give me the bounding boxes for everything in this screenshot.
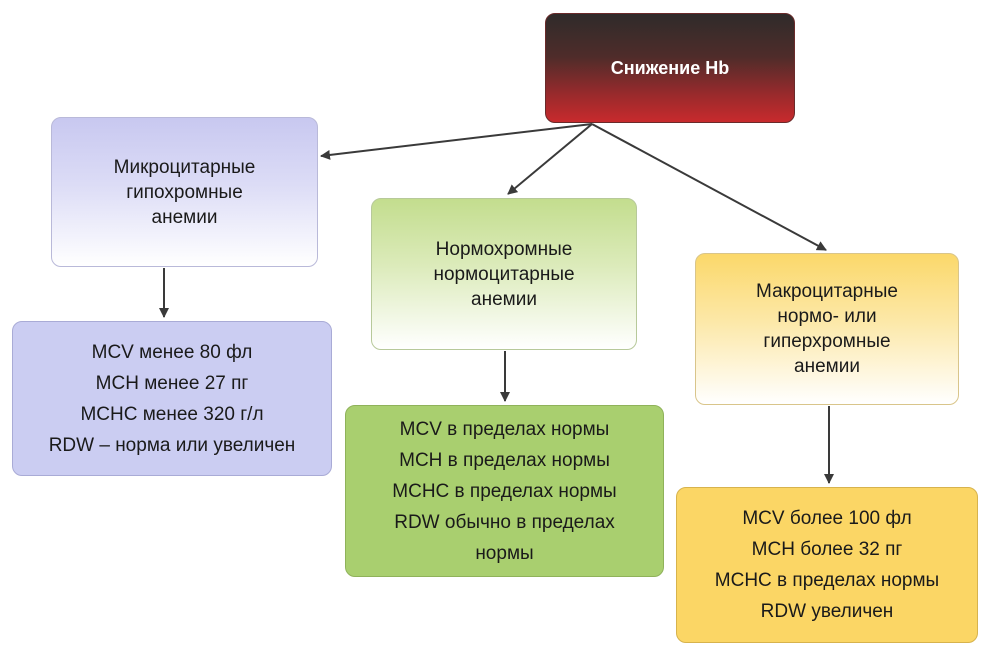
node-title-line: анемии — [794, 356, 860, 377]
node-macrocytic-criteria: MCV более 100 фл MCH более 32 пг MCHC в … — [676, 487, 978, 643]
criteria-line: RDW увеличен — [760, 601, 894, 622]
root-node-hb-decrease: Снижение Hb — [545, 13, 795, 123]
criteria-line: MCHC в пределах нормы — [392, 480, 617, 502]
criteria-line: MCH более 32 пг — [751, 539, 903, 560]
root-label: Снижение Hb — [610, 57, 730, 78]
criteria-line: MCH менее 27 пг — [95, 372, 249, 394]
node-macrocytic-anemia: Макроцитарные нормо- или гиперхромные ан… — [695, 253, 959, 405]
criteria-line: MCHC в пределах нормы — [714, 570, 940, 591]
criteria-line: MCH в пределах нормы — [399, 449, 610, 471]
node-title-line: гиперхромные — [763, 331, 891, 352]
node-microcytic-anemia: Микроцитарные гипохромные анемии — [51, 117, 318, 267]
arrow-root-to-macro — [591, 123, 827, 251]
node-title-line: анемии — [151, 206, 218, 228]
criteria-line: RDW – норма или увеличен — [48, 434, 296, 456]
criteria-line: RDW обычно в пределах — [394, 511, 615, 533]
node-title-line: Макроцитарные — [756, 281, 898, 302]
node-microcytic-criteria: MCV менее 80 фл MCH менее 27 пг MCHC мен… — [12, 321, 332, 476]
node-normochromic-anemia: Нормохромные нормоцитарные анемии — [371, 198, 637, 350]
node-title-line: гипохромные — [126, 181, 243, 203]
node-title-line: нормоцитарные — [433, 263, 575, 285]
node-title-line: Нормохромные — [435, 238, 573, 260]
node-title-line: анемии — [471, 288, 537, 310]
criteria-line: MCV более 100 фл — [742, 508, 912, 529]
criteria-line: MCHC менее 320 г/л — [80, 403, 264, 425]
criteria-line: нормы — [475, 542, 534, 564]
arrow-root-to-normo — [507, 123, 593, 195]
arrow-root-to-micro — [320, 123, 593, 160]
node-title-line: нормо- или — [777, 306, 877, 327]
criteria-line: MCV в пределах нормы — [399, 418, 610, 440]
node-title-line: Микроцитарные — [113, 156, 256, 178]
node-normochromic-criteria: MCV в пределах нормы MCH в пределах норм… — [345, 405, 664, 577]
criteria-line: MCV менее 80 фл — [91, 341, 253, 363]
